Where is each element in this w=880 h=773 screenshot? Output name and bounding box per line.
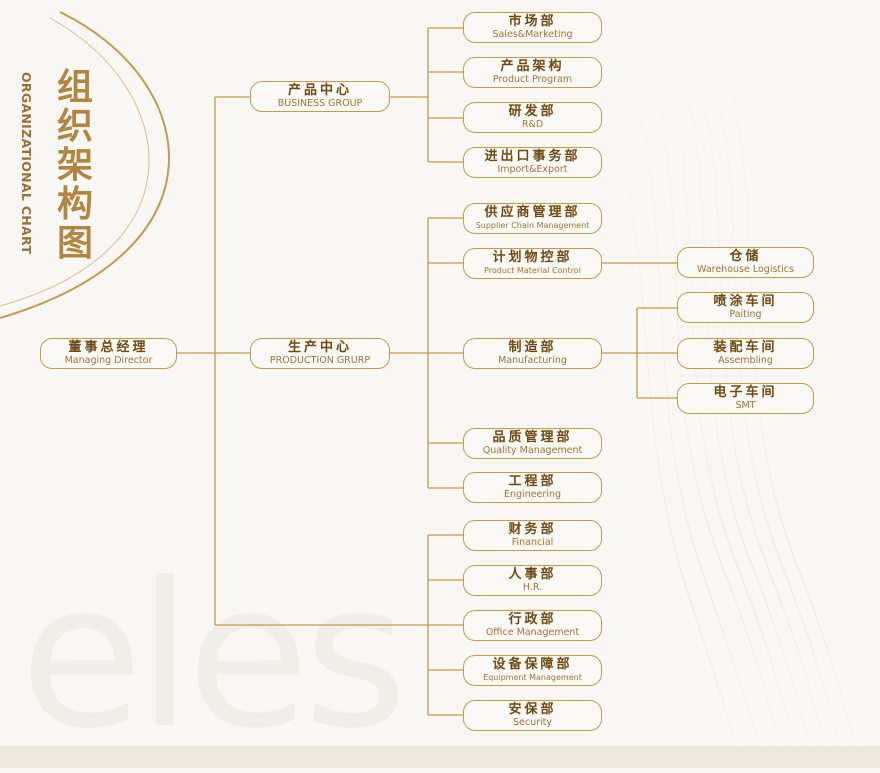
wave-lines (609, 29, 876, 768)
node-label-zh: 产品中心 (287, 82, 352, 98)
node-label-zh: 董事总经理 (68, 339, 149, 355)
node-label-en: Financial (511, 536, 554, 548)
node-label-en: Managing Director (64, 354, 153, 366)
node-label-zh: 仓储 (729, 248, 762, 264)
node-assembling-workshop: 装配车间 Assembling (677, 338, 814, 369)
node-label-zh: 产品架构 (500, 58, 565, 74)
node-label-zh: 市场部 (508, 13, 557, 29)
node-product-material-control: 计划物控部 Product Material Control (463, 248, 602, 279)
node-label-zh: 财务部 (508, 521, 557, 537)
node-label-en: R&D (521, 118, 544, 130)
node-label-en: Sales&Marketing (492, 28, 573, 40)
node-rd: 研发部 R&D (463, 102, 602, 133)
node-painting-workshop: 喷涂车间 Paiting (677, 292, 814, 323)
node-label-zh: 进出口事务部 (484, 148, 581, 164)
node-label-zh: 供应商管理部 (484, 205, 581, 221)
node-label-zh: 行政部 (508, 611, 557, 627)
node-product-program: 产品架构 Product Program (463, 57, 602, 88)
watermark-text: eles (20, 540, 408, 773)
node-business-group: 产品中心 BUSINESS GROUP (250, 81, 390, 112)
node-label-en: Import&Export (497, 163, 568, 175)
page-title: 组织架构图 (56, 67, 93, 264)
node-production-group: 生产中心 PRODUCTION GRURP (250, 338, 390, 369)
node-label-en: Assembling (718, 354, 773, 366)
node-label-en: Engineering (504, 488, 561, 500)
title-arc-inner (0, 17, 150, 307)
node-label-en: Warehouse Logistics (697, 263, 794, 275)
node-label-en: Security (512, 716, 552, 728)
node-label-zh: 工程部 (508, 473, 557, 489)
node-label-en: Product Material Control (484, 265, 581, 275)
node-engineering: 工程部 Engineering (463, 472, 602, 503)
node-label-en: Quality Management (482, 444, 583, 456)
node-label-en: H.R. (522, 581, 543, 593)
node-label-zh: 研发部 (508, 103, 557, 119)
node-manufacturing: 制造部 Manufacturing (463, 338, 602, 369)
node-managing-director: 董事总经理 Managing Director (40, 338, 177, 369)
node-hr: 人事部 H.R. (463, 565, 602, 596)
node-label-zh: 品质管理部 (492, 429, 573, 445)
node-label-en: Office Management (485, 626, 580, 638)
node-label-zh: 设备保障部 (492, 657, 573, 673)
node-sales-marketing: 市场部 Sales&Marketing (463, 12, 602, 43)
node-label-en: Equipment Management (483, 672, 582, 682)
node-label-zh: 电子车间 (713, 384, 778, 400)
node-office-management: 行政部 Office Management (463, 610, 602, 641)
node-supplier-chain: 供应商管理部 Supplier Chain Management (463, 203, 602, 234)
bottom-band (0, 746, 880, 768)
node-label-en: Supplier Chain Management (475, 220, 590, 230)
node-smt-workshop: 电子车间 SMT (677, 383, 814, 414)
node-label-zh: 装配车间 (713, 339, 778, 355)
node-label-en: Product Program (492, 73, 573, 85)
node-label-zh: 生产中心 (287, 339, 352, 355)
node-label-zh: 人事部 (508, 566, 557, 582)
node-quality-management: 品质管理部 Quality Management (463, 428, 602, 459)
node-import-export: 进出口事务部 Import&Export (463, 147, 602, 178)
node-equipment-management: 设备保障部 Equipment Management (463, 655, 602, 686)
node-label-zh: 计划物控部 (492, 250, 573, 266)
node-label-zh: 喷涂车间 (713, 293, 778, 309)
node-label-en: PRODUCTION GRURP (269, 354, 371, 366)
node-label-en: BUSINESS GROUP (277, 97, 363, 109)
node-label-en: Paiting (729, 308, 762, 320)
node-label-en: Manufacturing (498, 354, 567, 366)
node-security: 安保部 Security (463, 700, 602, 731)
title-arc-outer (0, 11, 170, 319)
node-label-zh: 制造部 (508, 339, 557, 355)
node-financial: 财务部 Financial (463, 520, 602, 551)
node-label-zh: 安保部 (508, 701, 557, 717)
node-warehouse-logistics: 仓储 Warehouse Logistics (677, 247, 814, 278)
node-label-en: SMT (735, 399, 756, 411)
